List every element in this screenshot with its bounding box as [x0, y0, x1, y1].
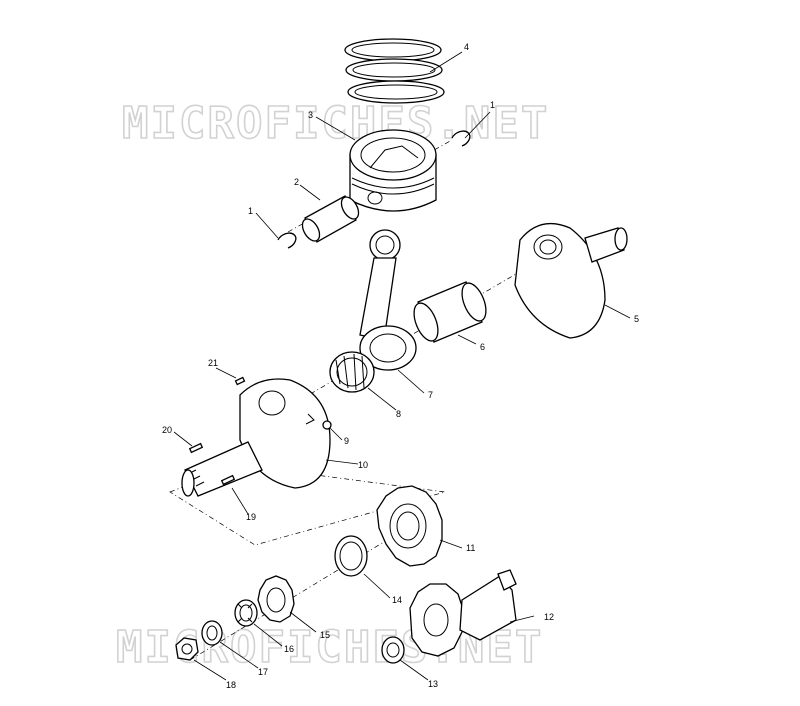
drive-sprocket	[257, 575, 295, 623]
callout-20: 20	[162, 425, 172, 435]
callout-19: 19	[246, 512, 256, 522]
callout-1-left: 1	[248, 206, 253, 216]
callout-16: 16	[284, 644, 294, 654]
piston	[349, 129, 437, 212]
crank-pin	[413, 281, 487, 343]
hex-nut	[175, 637, 199, 661]
needle-bearing	[329, 351, 375, 393]
callout-8: 8	[396, 409, 401, 419]
circlip-right	[451, 130, 471, 147]
dowel-pin-20	[188, 442, 204, 454]
callout-4: 4	[464, 42, 469, 52]
crank-axis-line	[299, 259, 541, 401]
gear-axis-line	[189, 519, 421, 661]
connecting-rod	[359, 229, 417, 371]
balance-shaft-gear	[409, 569, 517, 657]
callout-12: 12	[544, 612, 554, 622]
lock-washer	[201, 620, 223, 646]
crank-gear	[376, 485, 443, 567]
callout-6: 6	[480, 342, 485, 352]
callout-18: 18	[226, 680, 236, 690]
woodruff-key-ball	[322, 420, 332, 430]
callout-21: 21	[208, 358, 218, 368]
crankshaft-right-half	[514, 222, 628, 339]
callout-11: 11	[466, 543, 475, 553]
piston-pin	[301, 195, 360, 243]
oil-passage-line	[305, 413, 315, 425]
callout-7: 7	[428, 390, 433, 400]
callout-3: 3	[308, 110, 313, 120]
callout-10: 10	[358, 460, 368, 470]
dowel-pin-19	[220, 474, 236, 486]
circlip-left	[277, 232, 297, 249]
watermark-top: MICROFICHES.NET	[122, 98, 549, 149]
shaft-washer	[381, 636, 405, 664]
callout-9: 9	[344, 436, 349, 446]
callout-1-right: 1	[490, 100, 495, 110]
callout-17: 17	[258, 667, 268, 677]
callout-14: 14	[392, 595, 402, 605]
key-21	[234, 376, 246, 386]
castle-nut	[234, 599, 258, 627]
callout-15: 15	[320, 630, 330, 640]
piston-rings	[344, 38, 445, 104]
callout-5: 5	[634, 314, 639, 324]
callout-2: 2	[294, 177, 299, 187]
leader-lines	[173, 51, 631, 681]
thrust-washer	[334, 535, 368, 577]
callout-13: 13	[428, 679, 438, 689]
crankshaft-left-half	[181, 378, 331, 497]
